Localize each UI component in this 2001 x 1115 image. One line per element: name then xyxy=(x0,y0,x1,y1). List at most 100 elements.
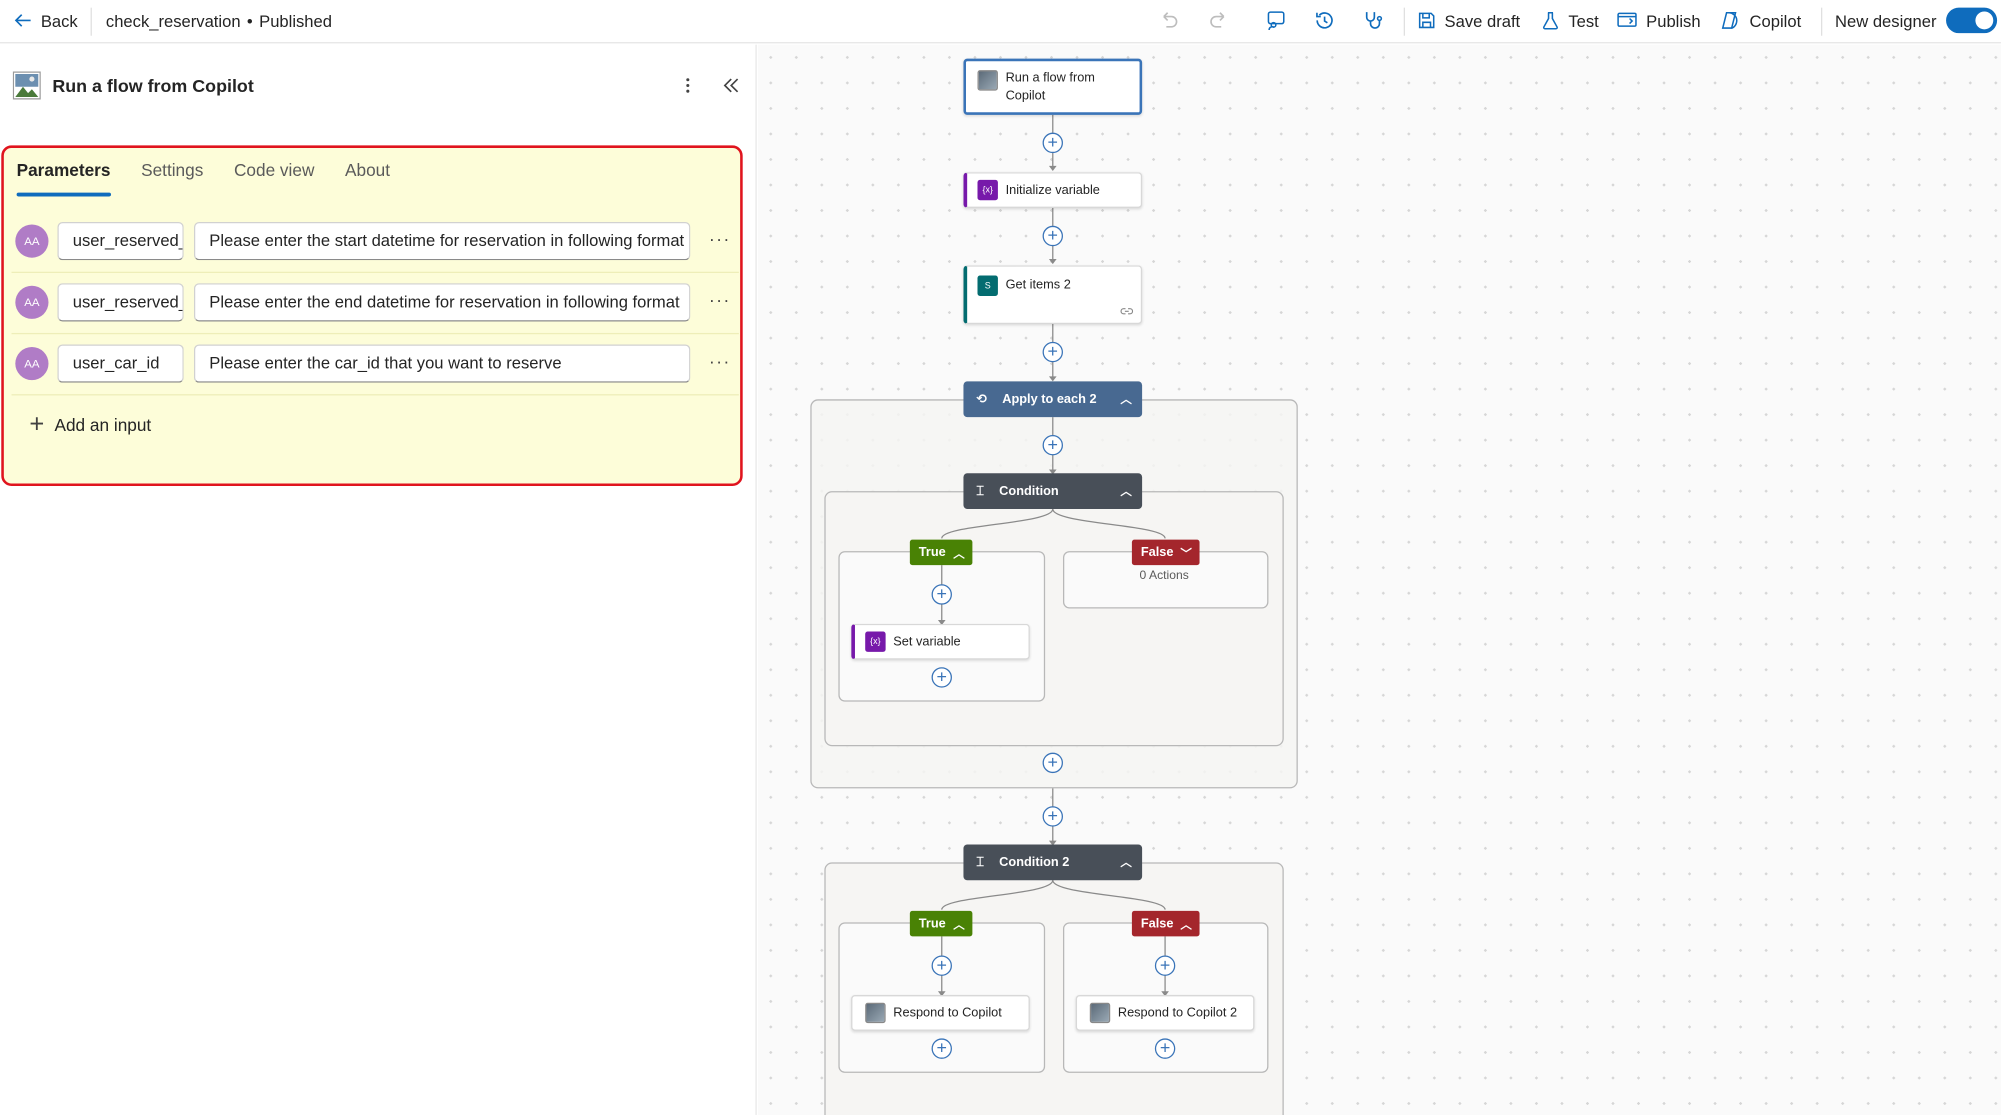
chevron-down-icon: ﹀ xyxy=(1180,547,1192,561)
publish-icon xyxy=(1617,12,1637,27)
set-variable-card[interactable]: {x} Set variable xyxy=(851,623,1030,660)
tab-about[interactable]: About xyxy=(345,160,391,180)
insert-step-button[interactable]: + xyxy=(931,667,952,688)
copilot-icon xyxy=(1721,11,1738,29)
get-items-label: Get items 2 xyxy=(1005,278,1071,293)
false-text: False xyxy=(1140,545,1174,560)
respond-image-icon xyxy=(865,1002,886,1024)
link-icon xyxy=(1120,308,1134,315)
false-text: False xyxy=(1140,916,1174,931)
back-label: Back xyxy=(40,10,78,30)
apply-to-each-label: Apply to each 2 xyxy=(1002,392,1097,407)
condition2-card[interactable]: ⌶ Condition 2 ︿ xyxy=(963,844,1143,881)
feedback-button[interactable] xyxy=(1261,5,1292,36)
new-designer-toggle[interactable] xyxy=(1946,7,1998,34)
trigger-label: Run a flow from Copilot xyxy=(1005,71,1095,104)
parameter-name-input[interactable]: user_reserved_start xyxy=(57,221,184,261)
flow-canvas[interactable]: Run a flow from Copilot + {x} Initialize… xyxy=(758,44,2001,1115)
parameter-more-button[interactable]: ··· xyxy=(708,350,731,372)
collapse-panel-button[interactable] xyxy=(718,73,744,99)
action-details-panel: Run a flow from Copilot Parameters Setti… xyxy=(0,44,757,1115)
insert-step-button[interactable]: + xyxy=(1154,955,1176,976)
more-options-button[interactable] xyxy=(675,73,701,99)
panel-title: Run a flow from Copilot xyxy=(52,75,254,96)
respond-to-copilot-2-card[interactable]: Respond to Copilot 2 xyxy=(1075,995,1255,1031)
true-branch-2-label[interactable]: True ︿ xyxy=(909,910,973,937)
add-input-label: Add an input xyxy=(54,415,152,435)
redo-icon xyxy=(1210,12,1225,28)
false-branch-label[interactable]: False ﹀ xyxy=(1131,539,1200,566)
condition2-label: Condition 2 xyxy=(999,855,1070,870)
title-separator: • xyxy=(246,10,253,30)
parameter-description-input[interactable]: Please enter the start datetime for rese… xyxy=(193,221,691,261)
chevron-up-icon[interactable]: ︿ xyxy=(1120,392,1132,406)
respond-to-copilot-label: Respond to Copilot xyxy=(893,1005,1002,1020)
variable-icon: {x} xyxy=(865,631,886,652)
insert-step-button[interactable]: + xyxy=(1042,132,1063,154)
new-designer-label: New designer xyxy=(1835,10,1937,30)
chevron-up-icon[interactable]: ︿ xyxy=(1120,855,1132,869)
true-text: True xyxy=(918,916,946,931)
divider xyxy=(1820,7,1823,36)
text-type-icon: AA xyxy=(15,285,49,319)
parameter-description-input[interactable]: Please enter the end datetime for reserv… xyxy=(193,283,691,322)
insert-step-button[interactable]: + xyxy=(931,584,952,605)
undo-button[interactable] xyxy=(1154,5,1185,36)
condition-card[interactable]: ⌶ Condition ︿ xyxy=(963,473,1143,510)
version-history-button[interactable] xyxy=(1309,5,1340,36)
insert-step-button[interactable]: + xyxy=(1154,1038,1176,1059)
zero-actions-text: 0 Actions xyxy=(1139,568,1189,583)
trigger-image-icon xyxy=(12,71,41,100)
get-items-card[interactable]: S Get items 2 xyxy=(963,265,1143,325)
chevron-up-icon[interactable]: ︿ xyxy=(1120,484,1132,498)
parameters-highlight-box: Parameters Settings Code view About AA u… xyxy=(1,145,743,487)
save-draft-button[interactable]: Save draft xyxy=(1416,0,1520,41)
trigger-image-icon xyxy=(977,70,998,91)
back-button[interactable]: Back xyxy=(13,0,78,41)
insert-step-button[interactable]: + xyxy=(931,955,952,976)
parameter-name-input[interactable]: user_car_id xyxy=(57,344,184,383)
parameter-more-button[interactable]: ··· xyxy=(708,228,731,249)
divider xyxy=(1403,7,1405,36)
respond-image-icon xyxy=(1089,1002,1111,1024)
condition-icon: ⌶ xyxy=(976,855,984,870)
set-variable-label: Set variable xyxy=(893,634,961,649)
publish-label: Publish xyxy=(1646,10,1701,30)
panel-tabs: Parameters Settings Code view About xyxy=(16,158,421,197)
publish-button[interactable]: Publish xyxy=(1616,0,1701,41)
history-icon xyxy=(1316,12,1333,29)
parameter-description-input[interactable]: Please enter the car_id that you want to… xyxy=(193,344,691,383)
tab-settings[interactable]: Settings xyxy=(141,160,204,180)
variable-icon: {x} xyxy=(977,179,998,201)
insert-step-button[interactable]: + xyxy=(1042,226,1063,247)
chevron-up-icon: ︿ xyxy=(953,918,965,932)
chevron-double-left-icon xyxy=(723,78,739,93)
insert-step-button[interactable]: + xyxy=(1042,752,1063,774)
respond-to-copilot-2-label: Respond to Copilot 2 xyxy=(1117,1005,1238,1020)
insert-step-button[interactable]: + xyxy=(1042,806,1063,827)
flow-checker-button[interactable] xyxy=(1358,5,1389,36)
top-bar: Back check_reservation • Published xyxy=(0,0,2001,44)
condition-scope xyxy=(824,491,1284,747)
tab-code-view[interactable]: Code view xyxy=(233,160,315,180)
tab-parameters[interactable]: Parameters xyxy=(16,158,110,197)
initialize-variable-label: Initialize variable xyxy=(1005,183,1100,198)
insert-step-button[interactable]: + xyxy=(1042,435,1063,456)
insert-step-button[interactable]: + xyxy=(1042,341,1063,363)
test-label: Test xyxy=(1568,10,1599,30)
copilot-button[interactable]: Copilot xyxy=(1719,0,1801,41)
trigger-card[interactable]: Run a flow from Copilot xyxy=(963,58,1143,115)
false-branch-2-label[interactable]: False ︿ xyxy=(1131,910,1200,937)
apply-to-each-card[interactable]: ⟲ Apply to each 2 ︿ xyxy=(963,381,1143,418)
more-vertical-icon xyxy=(686,78,690,93)
true-branch-label[interactable]: True ︿ xyxy=(909,539,973,566)
insert-step-button[interactable]: + xyxy=(931,1038,952,1059)
add-input-button[interactable]: + Add an input xyxy=(29,409,151,440)
parameter-more-button[interactable]: ··· xyxy=(708,289,731,310)
parameter-row: AA user_reserved_end Please enter the en… xyxy=(11,273,739,335)
initialize-variable-card[interactable]: {x} Initialize variable xyxy=(963,172,1143,208)
test-button[interactable]: Test xyxy=(1540,0,1599,41)
respond-to-copilot-card[interactable]: Respond to Copilot xyxy=(851,995,1030,1031)
redo-button[interactable] xyxy=(1203,5,1234,36)
parameter-name-input[interactable]: user_reserved_end xyxy=(57,283,184,322)
